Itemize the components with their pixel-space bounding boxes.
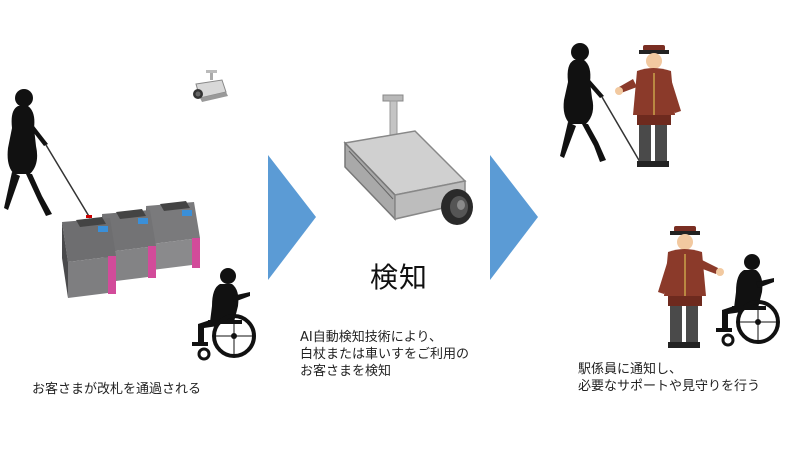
arrow-right-icon — [490, 155, 538, 280]
ticket-gates-icon — [62, 201, 200, 298]
right-caption: 駅係員に通知し、 必要なサポートや見守りを行う — [578, 362, 761, 394]
small-camera-icon — [193, 70, 228, 102]
person-with-cane-icon — [4, 89, 92, 219]
station-staff-icon — [658, 226, 724, 348]
arrow-right-icon — [268, 155, 316, 280]
left-caption: お客さまが改札を通過される — [32, 382, 202, 397]
middle-panel: 検知 AI自動検知技術により、 白杖または車いすをご利用の お客さまを検知 — [300, 0, 500, 450]
wheelchair-user-icon — [716, 254, 780, 347]
left-panel: お客さまが改札を通過される — [0, 0, 270, 450]
detection-headline: 検知 — [370, 261, 429, 294]
station-staff-icon — [615, 45, 681, 167]
person-with-cane-icon — [560, 43, 641, 163]
wheelchair-user-icon — [192, 268, 256, 361]
middle-caption: AI自動検知技術により、 白杖または車いすをご利用の お客さまを検知 — [300, 330, 470, 379]
security-camera-icon — [343, 94, 473, 225]
right-panel: 駅係員に通知し、 必要なサポートや見守りを行う — [540, 0, 800, 450]
